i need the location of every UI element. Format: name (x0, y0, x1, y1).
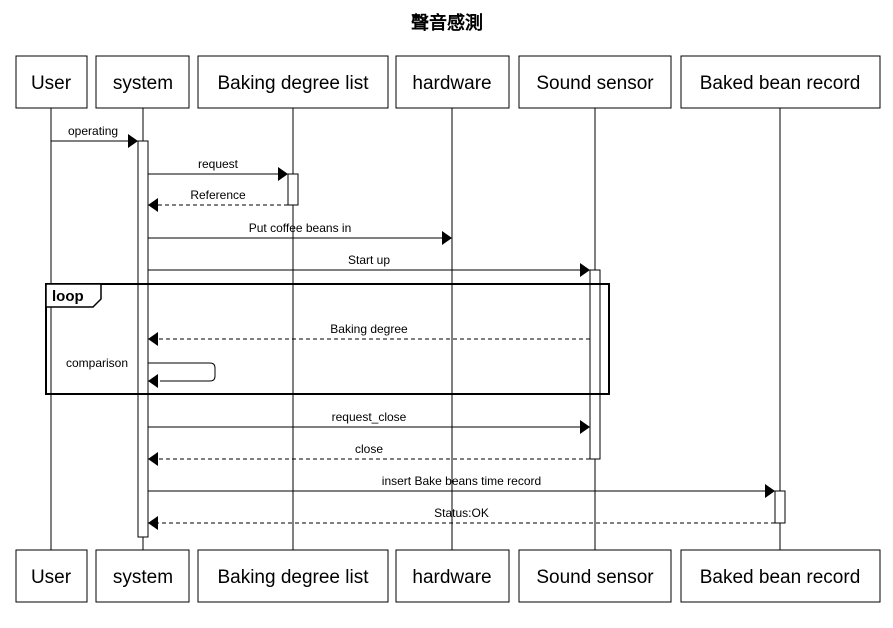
message-label: Baking degree (330, 322, 408, 336)
participant-label: Sound sensor (536, 567, 654, 588)
participant-label: Baking degree list (217, 567, 369, 588)
participant-label: hardware (412, 73, 491, 94)
fragments: loop (45, 283, 610, 395)
participant-user-top: User (15, 55, 88, 109)
message-label: Status:OK (434, 506, 489, 520)
participant-box (680, 55, 881, 109)
arrow-head (148, 198, 158, 212)
message-line (148, 362, 216, 382)
message-label: request (198, 157, 239, 171)
arrow-head (278, 167, 288, 181)
message-operating: operating (51, 124, 138, 148)
participant-label: Sound sensor (536, 73, 654, 94)
participant-box (518, 55, 672, 109)
participant-box (15, 55, 88, 109)
message-label: request_close (332, 410, 407, 424)
message-label: Reference (190, 188, 246, 202)
message-label: Start up (348, 253, 390, 267)
activation-bar-record (774, 490, 786, 524)
participant-box (15, 549, 88, 603)
message-reference: Reference (148, 188, 288, 212)
message-label: Put coffee beans in (249, 221, 352, 235)
loop-frame (45, 283, 610, 395)
message-insert-record: insert Bake beans time record (148, 474, 775, 498)
participant-label: hardware (412, 567, 491, 588)
participant-hardware-bottom: hardware (395, 549, 510, 603)
participant-label: Baked bean record (700, 73, 861, 94)
arrow-head (128, 134, 138, 148)
participant-box (197, 549, 389, 603)
participant-user-bottom: User (15, 549, 88, 603)
message-baking-degree: Baking degree (148, 322, 590, 346)
message-label: operating (68, 124, 118, 138)
arrow-head (580, 263, 590, 277)
participant-label: Baked bean record (700, 567, 861, 588)
participant-box (518, 549, 672, 603)
participant-label: system (113, 567, 173, 588)
participant-sound-top: Sound sensor (518, 55, 672, 109)
loop-tab (45, 283, 102, 308)
participant-label: system (113, 73, 173, 94)
participant-system-bottom: system (95, 549, 190, 603)
arrow-head (765, 484, 775, 498)
participant-box (197, 55, 389, 109)
activation-bar-sound (589, 269, 601, 460)
activation-bar-system (137, 140, 149, 538)
message-close: close (148, 442, 590, 466)
arrow-head (148, 332, 158, 346)
participant-hardware-top: hardware (395, 55, 510, 109)
message-request: request (148, 157, 288, 181)
message-label: insert Bake beans time record (382, 474, 541, 488)
message-put-beans: Put coffee beans in (148, 221, 452, 245)
fragment-loop: loop (45, 283, 610, 395)
participant-box (95, 55, 190, 109)
message-comparison: comparison (66, 356, 216, 388)
participant-sound-bottom: Sound sensor (518, 549, 672, 603)
message-status-ok: Status:OK (148, 506, 775, 530)
arrow-head (148, 452, 158, 466)
loop-label: loop (52, 288, 84, 305)
arrow-head (148, 374, 158, 388)
arrow-head (442, 231, 452, 245)
message-request-close: request_close (148, 410, 590, 434)
participant-label: User (31, 73, 72, 94)
message-label: close (355, 442, 383, 456)
participant-box (395, 549, 510, 603)
participant-record-bottom: Baked bean record (680, 549, 881, 603)
message-label: comparison (66, 356, 128, 370)
participant-box (95, 549, 190, 603)
message-start-up: Start up (148, 253, 590, 277)
participant-box (395, 55, 510, 109)
participant-record-top: Baked bean record (680, 55, 881, 109)
participant-baking-top: Baking degree list (197, 55, 389, 109)
participant-baking-bottom: Baking degree list (197, 549, 389, 603)
arrow-head (148, 516, 158, 530)
diagram-title: 聲音感測 (411, 12, 483, 34)
activation-bar-baking (287, 173, 299, 206)
participant-box (680, 549, 881, 603)
participant-system-top: system (95, 55, 190, 109)
participant-label: User (31, 567, 72, 588)
participant-label: Baking degree list (217, 73, 369, 94)
arrow-head (580, 420, 590, 434)
